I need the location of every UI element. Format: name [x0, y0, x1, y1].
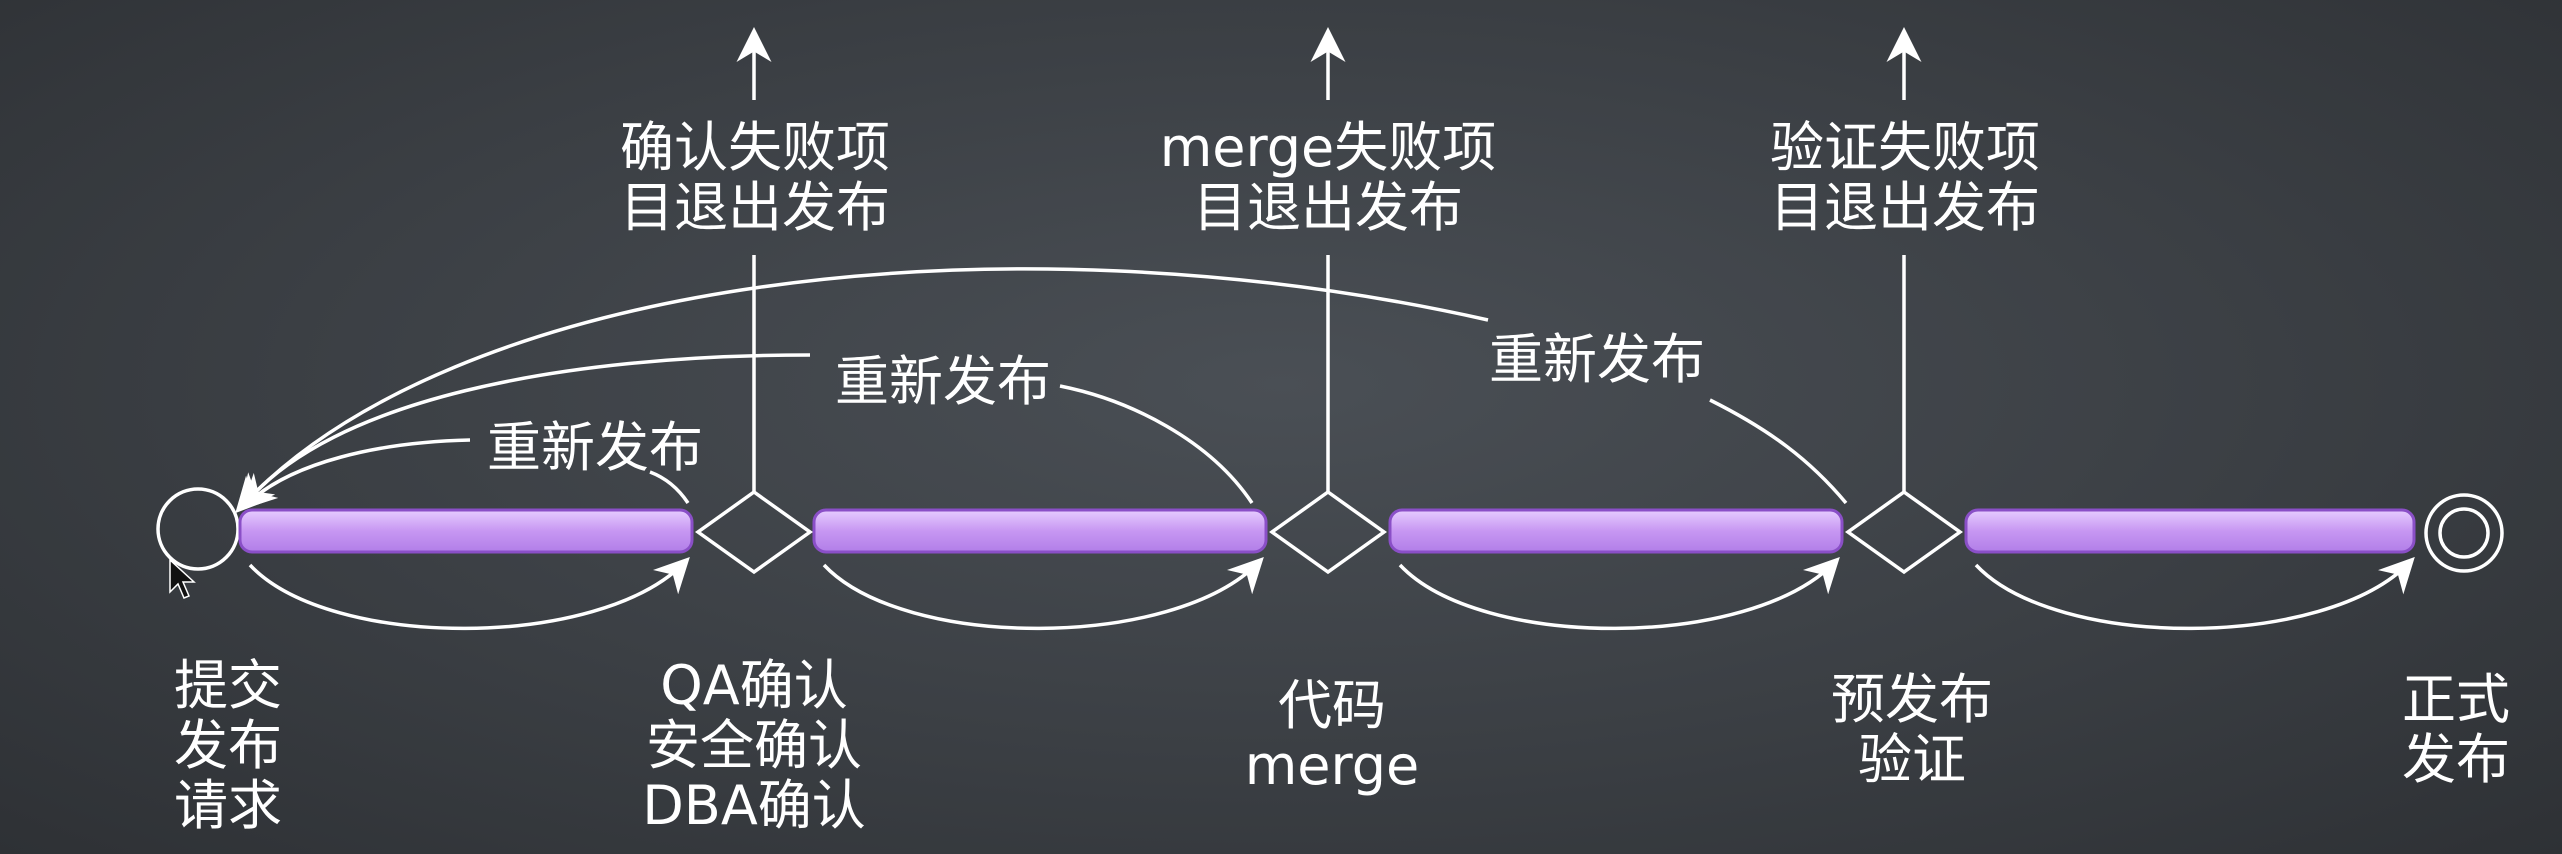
stage-label-submit-line3: 请求: [174, 774, 282, 837]
republish-arc-3-right: [1709, 398, 1848, 505]
top-label-qa-line2: 目退出发布: [620, 176, 890, 239]
stage-label-release-line2: 发布: [2402, 728, 2510, 791]
end-node: [2424, 493, 2504, 573]
stage-label-preverify-line1: 预发布: [1831, 668, 1993, 731]
top-label-merge-line2: 目退出发布: [1193, 176, 1463, 239]
forward-arc-2: [822, 556, 1264, 631]
start-node: [156, 487, 240, 571]
stage-label-preverify-line2: 验证: [1858, 728, 1966, 791]
stage-label-merge-line2: merge: [1244, 734, 1420, 797]
forward-arc-4: [1974, 556, 2415, 631]
stage-label-review-line1: QA确认: [660, 654, 848, 717]
top-label-merge: merge失败项 目退出发布: [1148, 118, 1508, 238]
republish-label-3: 重新发布: [1489, 328, 1705, 391]
republish-label-2: 重新发布: [835, 350, 1051, 413]
forward-arc-1: [248, 556, 690, 631]
phase-bar-1: [238, 508, 694, 554]
stage-label-release-line1: 正式: [2402, 668, 2510, 731]
phase-bar-2: [812, 508, 1268, 554]
decision-diamond-verify: [1844, 489, 1964, 575]
top-label-verify-line2: 目退出发布: [1770, 176, 2040, 239]
phase-bar-3: [1388, 508, 1844, 554]
forward-arc-3: [1398, 556, 1840, 631]
top-label-qa: 确认失败项 目退出发布: [570, 118, 940, 238]
stage-label-submit-line1: 提交: [174, 654, 282, 717]
republish-label-1: 重新发布: [487, 416, 703, 479]
top-label-merge-line1: merge失败项: [1159, 116, 1497, 179]
stage-label-review: QA确认 安全确认 DBA确认: [584, 656, 924, 836]
stage-label-merge-line1: 代码: [1278, 674, 1386, 737]
top-label-verify: 验证失败项 目退出发布: [1720, 118, 2090, 238]
stage-label-merge: 代码 merge: [1222, 676, 1442, 796]
stage-label-review-line2: 安全确认: [646, 714, 862, 777]
decision-diamond-qa: [694, 489, 814, 575]
stage-label-preverify: 预发布 验证: [1792, 670, 2032, 790]
decision-diamond-merge: [1268, 489, 1388, 575]
top-label-qa-line1: 确认失败项: [620, 116, 890, 179]
stage-label-review-line3: DBA确认: [642, 774, 866, 837]
republish-arc-1: [649, 470, 690, 504]
republish-arc-2-right: [1059, 384, 1254, 504]
stage-label-submit-line2: 发布: [174, 714, 282, 777]
top-label-verify-line1: 验证失败项: [1770, 116, 2040, 179]
stage-label-submit: 提交 发布 请求: [118, 656, 338, 836]
cursor-icon: [169, 558, 196, 599]
republish-arc-3-back: [235, 267, 1489, 514]
phase-bar-4: [1964, 508, 2416, 554]
stage-label-release: 正式 发布: [2356, 670, 2556, 790]
